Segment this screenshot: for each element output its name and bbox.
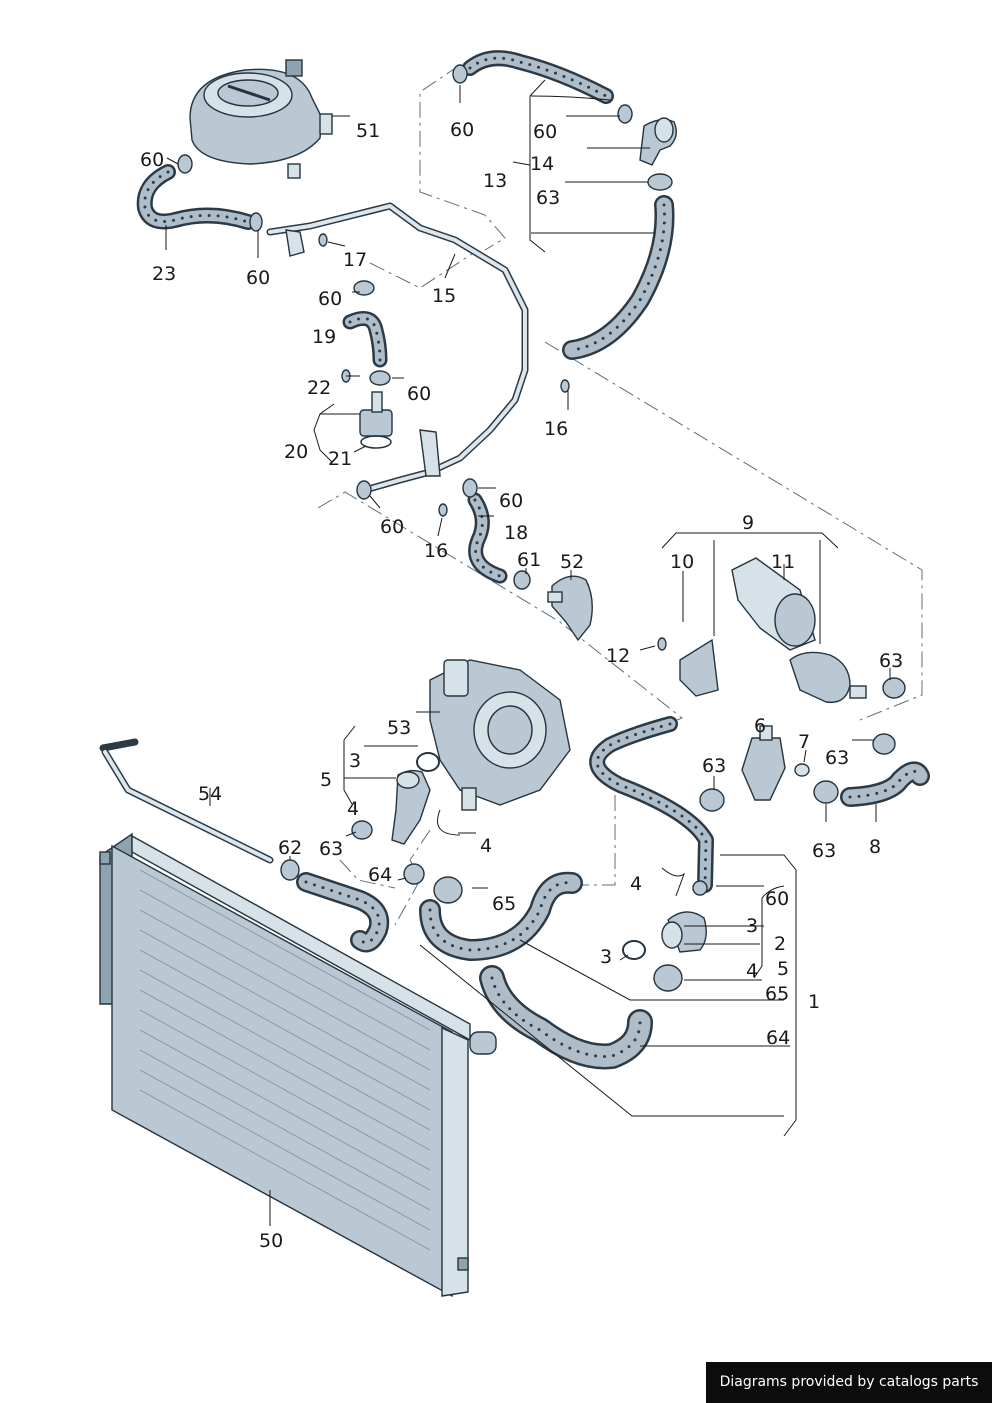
- callout-64: 64: [766, 1027, 790, 1049]
- callout-3: 3: [349, 750, 361, 772]
- callout-60: 60: [246, 267, 270, 289]
- callout-60: 60: [450, 119, 474, 141]
- callout-8: 8: [869, 836, 881, 858]
- callout-21: 21: [328, 448, 352, 470]
- callout-51: 51: [356, 120, 380, 142]
- callout-60: 60: [407, 383, 431, 405]
- callout-65: 65: [492, 893, 516, 915]
- components: [359, 117, 867, 960]
- callout-15: 15: [432, 285, 456, 307]
- callout-65: 65: [765, 983, 789, 1005]
- callout-53: 53: [387, 717, 411, 739]
- callout-16: 16: [544, 418, 568, 440]
- callout-63: 63: [319, 838, 343, 860]
- callout-5: 5: [320, 769, 332, 791]
- callout-60: 60: [533, 121, 557, 143]
- leader-lines: [165, 79, 891, 1226]
- callout-63: 63: [702, 755, 726, 777]
- callout-5: 5: [777, 958, 789, 980]
- callout-12: 12: [606, 645, 630, 667]
- callout-63: 63: [825, 747, 849, 769]
- callout-22: 22: [307, 377, 331, 399]
- callout-18: 18: [504, 522, 528, 544]
- callout-10: 10: [670, 551, 694, 573]
- callout-60: 60: [499, 490, 523, 512]
- callout-1: 1: [808, 991, 820, 1013]
- callout-4: 4: [630, 873, 642, 895]
- callout-13: 13: [483, 170, 507, 192]
- callout-60: 60: [765, 888, 789, 910]
- callout-9: 9: [742, 512, 754, 534]
- callout-6: 6: [754, 715, 766, 737]
- callout-17: 17: [343, 249, 367, 271]
- callout-3: 3: [746, 915, 758, 937]
- callout-64: 64: [368, 864, 392, 886]
- clamps: [177, 64, 906, 992]
- callout-3: 3: [600, 946, 612, 968]
- callout-60: 60: [318, 288, 342, 310]
- callout-11: 11: [771, 551, 795, 573]
- callout-52: 52: [560, 551, 584, 573]
- radiator: [99, 832, 497, 1298]
- callout-62: 62: [278, 837, 302, 859]
- hoses: [136, 50, 930, 1070]
- callout-4: 4: [480, 835, 492, 857]
- callout-63: 63: [812, 840, 836, 862]
- callout-63: 63: [879, 650, 903, 672]
- metal-pipes: [99, 202, 529, 864]
- expansion-tank: [189, 59, 333, 179]
- callout-20: 20: [284, 441, 308, 463]
- callout-50: 50: [259, 1230, 283, 1252]
- callout-61: 61: [517, 549, 541, 571]
- callout-60: 60: [140, 149, 164, 171]
- callout-2: 2: [774, 933, 786, 955]
- dash-dot-lines: [317, 64, 923, 926]
- callout-4: 4: [347, 798, 359, 820]
- callout-numbers: 60 60 14 13 63 51 60 23 60 17 15 60 19 2…: [140, 119, 903, 1252]
- callout-60: 60: [380, 516, 404, 538]
- attribution-footer: Diagrams provided by catalogs parts: [706, 1362, 992, 1403]
- callout-54: 54: [198, 783, 222, 805]
- callout-19: 19: [312, 326, 336, 348]
- callout-4: 4: [746, 960, 758, 982]
- callout-16: 16: [424, 540, 448, 562]
- callout-23: 23: [152, 263, 176, 285]
- callout-14: 14: [530, 153, 554, 175]
- callout-7: 7: [798, 731, 810, 753]
- callout-63: 63: [536, 187, 560, 209]
